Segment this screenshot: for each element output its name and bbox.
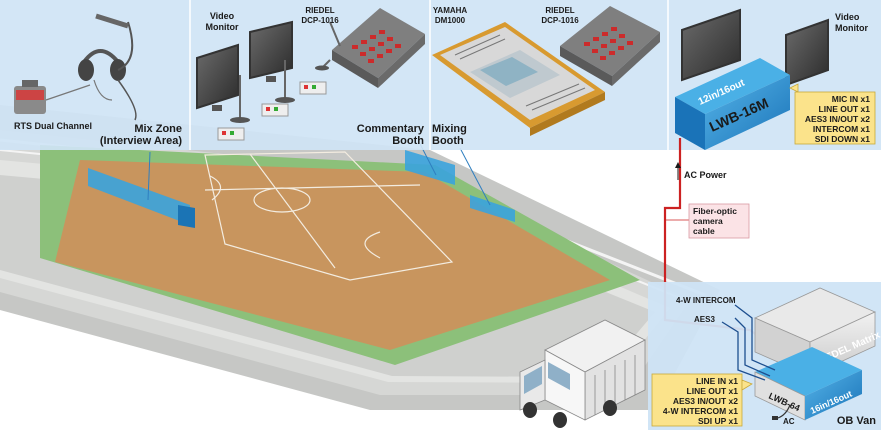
lwb-16m-io-line: INTERCOM x1 xyxy=(813,124,870,134)
video-monitor-left-label-1: Video xyxy=(210,11,235,21)
rts-label: RTS Dual Channel xyxy=(14,121,92,131)
lwb-64-io-line: LINE IN x1 xyxy=(696,376,738,386)
riedel-dcp-mid xyxy=(560,6,660,86)
riedel-left-label-1: RIEDEL xyxy=(305,6,334,15)
aes3-label: AES3 xyxy=(694,315,715,324)
rts-beltpack xyxy=(14,80,91,114)
video-monitors-right xyxy=(681,8,829,87)
lwb-64-io-line: AES3 IN/OUT x2 xyxy=(673,396,738,406)
commentary-booth-panel xyxy=(405,150,455,185)
ob-van-label: OB Van xyxy=(837,415,876,427)
ac-plug-icon xyxy=(772,404,791,420)
yamaha-dm1000 xyxy=(432,22,605,136)
riedel-mid-label-2: DCP-1016 xyxy=(541,16,579,25)
lwb-16m-box: 12in/16out LWB-16M xyxy=(675,58,790,150)
mix-zone-label-1: Mix Zone xyxy=(134,123,182,135)
riedel-dcp-left xyxy=(315,8,425,88)
yamaha-label-2: DM1000 xyxy=(435,16,466,25)
fiber-label-2: camera xyxy=(693,216,723,226)
commentary-booth-label-1: Commentary xyxy=(357,123,425,135)
lwb-16m-io-callout: MIC IN x1 LINE OUT x1 AES3 IN/OUT x2 INT… xyxy=(789,83,876,145)
fiber-label-1: Fiber-optic xyxy=(693,206,737,216)
riedel-left-label-2: DCP-1016 xyxy=(301,16,339,25)
court-lines xyxy=(204,151,454,281)
intercom-4w-label: 4-W INTERCOM xyxy=(676,296,736,305)
video-monitor-right-label-2: Monitor xyxy=(835,23,868,33)
commentary-booth-label-2: Booth xyxy=(392,135,424,147)
lwb-16m-io-line: SDI DOWN x1 xyxy=(815,134,871,144)
lwb-16m-io-line: AES3 IN/OUT x2 xyxy=(805,114,870,124)
intercom-cables xyxy=(721,304,776,381)
mix-zone-panel xyxy=(88,168,190,225)
ob-van-truck xyxy=(519,319,646,428)
lwb-16m-io-line: LINE OUT x1 xyxy=(819,104,871,114)
fiber-label-3: cable xyxy=(693,226,715,236)
mixing-booth-label-2: Booth xyxy=(432,135,464,147)
ac-power-label: AC Power xyxy=(684,170,727,180)
video-monitor-right-label-1: Video xyxy=(835,12,860,22)
lwb-16m-io-line: MIC IN x1 xyxy=(832,94,871,104)
lwb-64-io-line: SDI UP x1 xyxy=(698,416,738,426)
arena xyxy=(0,105,720,410)
yamaha-label-1: YAMAHA xyxy=(433,6,468,15)
ac-power-arrow xyxy=(675,162,681,180)
mixing-booth-label-1: Mixing xyxy=(432,123,467,135)
rts-headset xyxy=(78,13,137,121)
mix-zone-label-2: (Interview Area) xyxy=(100,135,182,147)
fiber-callout: Fiber-optic camera cable xyxy=(666,203,750,239)
video-monitors-left xyxy=(196,20,327,141)
lwb-64-io-callout: LINE IN x1 LINE OUT x1 AES3 IN/OUT x2 4-… xyxy=(651,373,753,427)
lwb-64-io-line: LINE OUT x1 xyxy=(687,386,739,396)
mixing-booth-panel xyxy=(470,195,515,222)
video-monitor-left-label-2: Monitor xyxy=(206,22,239,32)
riedel-mid-label-1: RIEDEL xyxy=(545,6,574,15)
lwb-64-io-line: 4-W INTERCOM x1 xyxy=(663,406,738,416)
ac-label: AC xyxy=(783,417,795,426)
